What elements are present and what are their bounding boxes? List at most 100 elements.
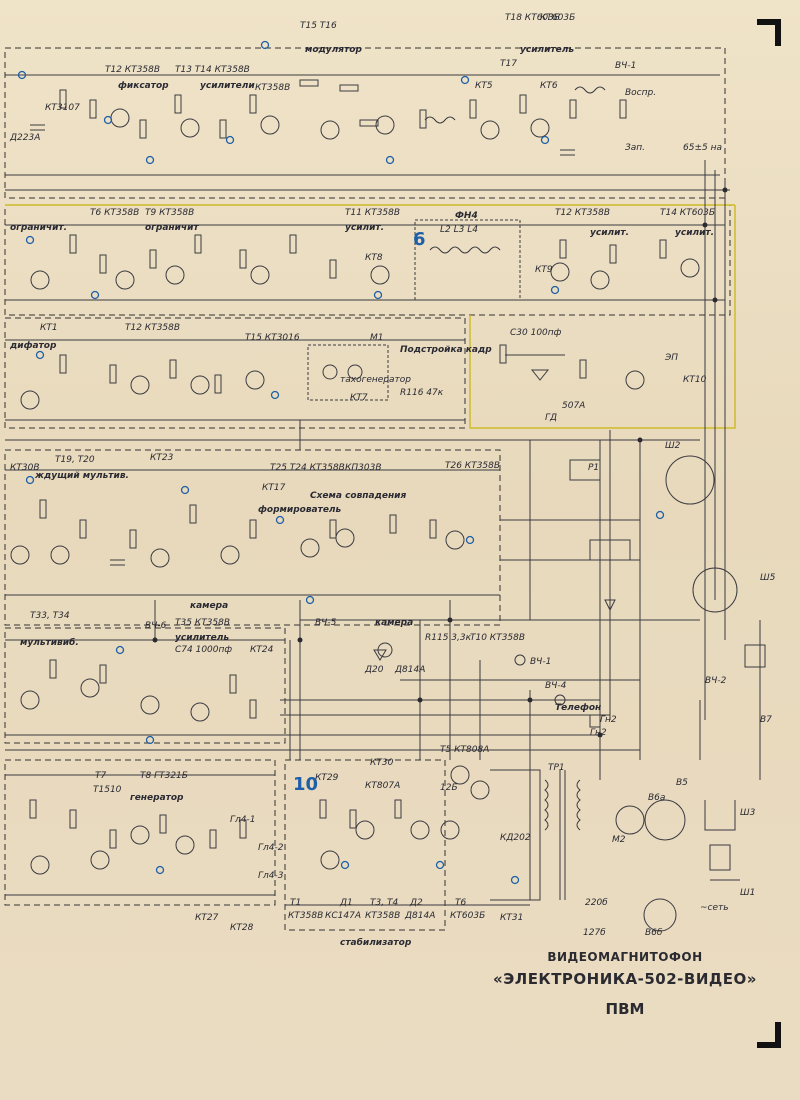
part-label: М2 [612, 835, 626, 845]
label-frame-adjust-parts: М1 [370, 333, 384, 343]
part-label: КТ603Б [450, 911, 485, 921]
part-label: КТ603Б [540, 13, 575, 23]
components-board-4 [10, 499, 465, 568]
part-label: R115 3,3к [425, 633, 472, 643]
part-label: КТ29 [315, 773, 339, 783]
label-amplifier-5-parts: Т35 КТ358В [175, 618, 230, 628]
part-label: Ш1 [740, 888, 755, 898]
label-monostable-parts: Т19, Т20 [55, 455, 95, 465]
label-generator-parts: Т8 ГТ321Б [140, 771, 188, 781]
label-monostable: ждущий мультив. [34, 471, 129, 481]
part-label: 12Б [440, 783, 458, 793]
part-label: тахогенератор [340, 375, 411, 385]
label-amplifiers: усилители [200, 81, 255, 91]
power-rails [5, 74, 730, 906]
part-label: Д814А [394, 665, 425, 675]
label-coincidence-parts: Т25 Т24 КТ358В [270, 463, 345, 473]
label-amplifiers-parts: Т13 Т14 КТ358В [175, 65, 250, 75]
part-label: Т1510 [93, 785, 122, 795]
part-label: В7 [760, 715, 772, 725]
components-board-2 [30, 219, 700, 301]
part-label: КС147А [325, 911, 361, 921]
part-label: В6б [645, 928, 663, 938]
label-camera-1: камера [190, 601, 228, 611]
part-label: КТ358В [255, 83, 290, 93]
label-fixer-parts: Т12 КТ358В [105, 65, 160, 75]
part-label: Т3, Т4 [370, 898, 398, 908]
label-telephone: Телефон [555, 703, 601, 713]
part-label: 65±5 на [683, 143, 722, 153]
label-amplifier-4: усилит. [675, 228, 714, 238]
part-label: ~сеть [700, 903, 729, 913]
part-label: ТР1 [548, 763, 565, 773]
corner-mark-bottom [757, 1022, 781, 1048]
part-label: ВЧ-5 [315, 618, 337, 628]
part-label: КП303В [345, 463, 382, 473]
part-label: ГД [545, 413, 557, 423]
part-label: КТ31 [500, 913, 523, 923]
label-amplifier-3: усилит. [590, 228, 629, 238]
bus-lines [154, 160, 761, 900]
label-fixer: фиксатор [118, 81, 169, 91]
label-amplifier-2: усилит. [345, 223, 384, 233]
components-board-3 [20, 344, 645, 410]
part-label: Ш3 [740, 808, 756, 818]
part-label: Т1 [290, 898, 301, 908]
part-label: Р1 [588, 463, 599, 473]
part-label: КТ7 [350, 393, 368, 403]
label-stabilizer: стабилизатор [340, 937, 412, 948]
part-label: Д223А [9, 133, 40, 143]
label-telephone-parts: Гн2 [600, 715, 617, 725]
part-label: Ш2 [665, 441, 681, 451]
label-multivibrator-parts: Т33, Т34 [30, 611, 70, 621]
part-label: Д1 [339, 898, 353, 908]
part-label: Д814А [404, 911, 435, 921]
part-label: Т26 КТ358В [445, 461, 500, 471]
components-board-5 [20, 642, 566, 722]
part-label: КТ5 [475, 81, 493, 91]
part-label: 507А [562, 401, 585, 411]
components-board-6 [29, 799, 247, 875]
part-label: ВЧ-1 [530, 657, 551, 667]
part-label: ВЧ-2 [705, 676, 727, 686]
label-differentiator: дифатор [9, 341, 57, 351]
label-amplifier-5: усилитель [175, 633, 229, 643]
part-label: R116 47к [400, 388, 444, 398]
label-generator: генератор [130, 793, 184, 803]
part-label: Д2 [409, 898, 423, 908]
label-filter-parts: L2 L3 L4 [440, 225, 478, 235]
label-amplifier-4-parts: Т14 КТ603Б [660, 208, 715, 218]
part-label: ВЧ-4 [545, 681, 567, 691]
label-frame-adjust: Подстройка кадр [400, 345, 492, 355]
part-label: КТ1 [40, 323, 58, 333]
label-modulator-parts: Т15 Т16 [300, 21, 337, 31]
part-label: КД202 [500, 833, 531, 843]
part-label: С74 1000пф [175, 645, 232, 655]
part-label: КТ10 [683, 375, 707, 385]
part-label: Гл4-3 [258, 871, 284, 881]
label-limiter-1: ограничит. [10, 223, 67, 233]
part-label: ВЧ-1 [615, 61, 636, 71]
part-label: Гл4-1 [230, 815, 255, 825]
part-label: КТ807А [365, 781, 400, 791]
corner-mark-top [757, 19, 781, 46]
test-points [17, 40, 665, 885]
part-label: Ш5 [760, 573, 776, 583]
part-label: Т7 [95, 771, 106, 781]
part-label: КТ28 [230, 923, 254, 933]
part-label: КТ30В [10, 463, 40, 473]
title-block: ВИДЕОМАГНИТОФОН «ЭЛЕКТРОНИКА-502-ВИДЕО» … [470, 950, 780, 1018]
part-label: КТ3107 [45, 103, 80, 113]
label-camera-2: камера [375, 618, 413, 628]
label-shaper-parts: КТ17 [262, 483, 286, 493]
title-model: «ЭЛЕКТРОНИКА-502-ВИДЕО» [493, 970, 757, 988]
part-label: Д20 [364, 665, 384, 675]
part-label: КТ9 [535, 265, 553, 275]
label-camera-2-parts: Т10 КТ358В [470, 633, 525, 643]
label-camera-1-parts: ВЧ-6 [145, 621, 167, 631]
part-label: Воспр. [625, 88, 656, 98]
label-stabilizer-parts: Т5 КТ808А [440, 745, 489, 755]
part-label: В5 [676, 778, 688, 788]
label-modulator: модулятор [305, 45, 362, 55]
